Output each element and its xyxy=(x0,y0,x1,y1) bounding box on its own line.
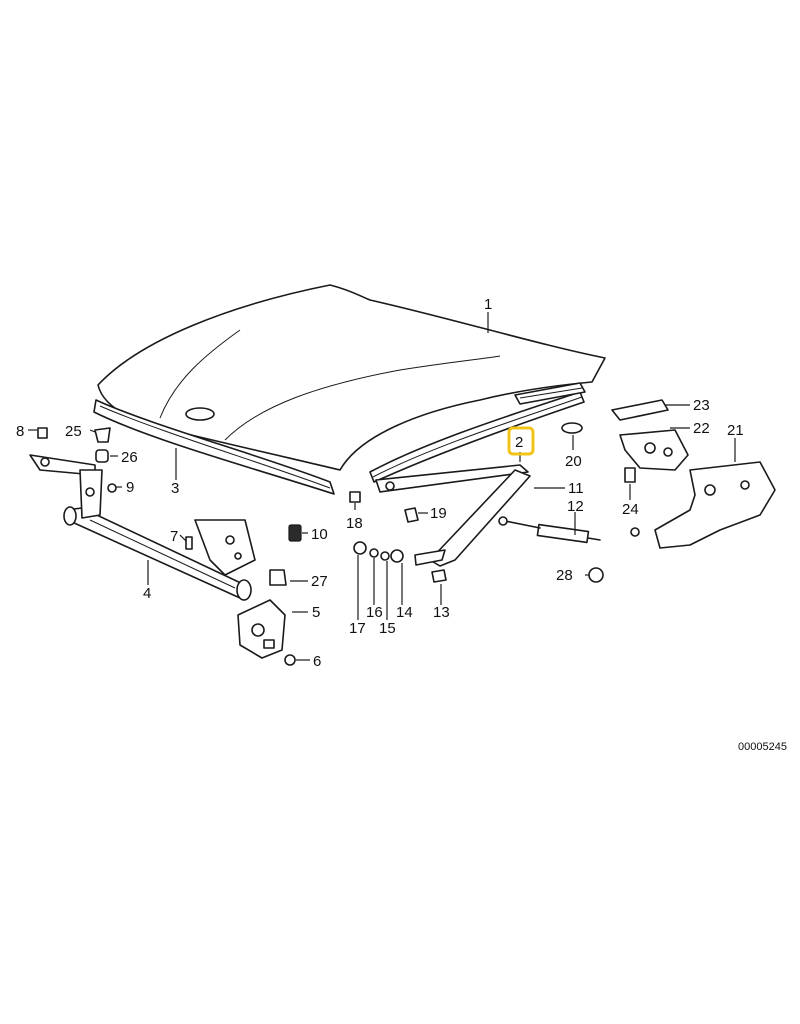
document-id: 00005245 xyxy=(738,741,787,753)
callout-8: 8 xyxy=(16,423,24,440)
hood-stay xyxy=(375,464,531,567)
front-seal-strip xyxy=(93,399,335,495)
hood-lock xyxy=(237,599,286,659)
callout-14: 14 xyxy=(396,604,413,621)
callout-19: 19 xyxy=(430,505,447,522)
callout-10: 10 xyxy=(311,526,328,543)
callout-24: 24 xyxy=(622,501,639,518)
callout-27: 27 xyxy=(311,573,328,590)
callout-18: 18 xyxy=(346,515,363,532)
callout-25: 25 xyxy=(65,423,82,440)
hood-hinge xyxy=(654,461,776,549)
callout-23: 23 xyxy=(693,397,710,414)
gas-spring xyxy=(498,516,601,544)
callout-26: 26 xyxy=(121,449,138,466)
callout-22: 22 xyxy=(693,420,710,437)
callout-12: 12 xyxy=(567,498,584,515)
lock-rod xyxy=(63,506,252,601)
callout-21: 21 xyxy=(727,422,744,439)
callout-7: 7 xyxy=(170,528,178,545)
callout-labels: 1 2 3 4 5 6 7 8 9 10 11 12 13 14 15 16 1… xyxy=(16,296,744,670)
callout-2: 2 xyxy=(515,434,523,451)
callout-6: 6 xyxy=(313,653,321,670)
small-hardware xyxy=(37,422,640,666)
center-bracket xyxy=(194,519,256,576)
callout-5: 5 xyxy=(312,604,320,621)
callout-28: 28 xyxy=(556,567,573,584)
callout-11: 11 xyxy=(568,480,584,497)
callout-9: 9 xyxy=(126,479,134,496)
callout-17: 17 xyxy=(349,620,366,637)
seal-profile xyxy=(369,382,586,483)
callout-13: 13 xyxy=(433,604,450,621)
hinge-plates xyxy=(611,399,689,471)
left-bracket xyxy=(29,454,103,519)
callout-16: 16 xyxy=(366,604,383,621)
callout-4: 4 xyxy=(143,585,151,602)
leader-lines xyxy=(28,312,736,661)
highlight-box xyxy=(507,426,535,456)
callout-20: 20 xyxy=(565,453,582,470)
callout-1: 1 xyxy=(484,296,492,313)
callout-15: 15 xyxy=(379,620,396,637)
callout-3: 3 xyxy=(171,480,179,497)
